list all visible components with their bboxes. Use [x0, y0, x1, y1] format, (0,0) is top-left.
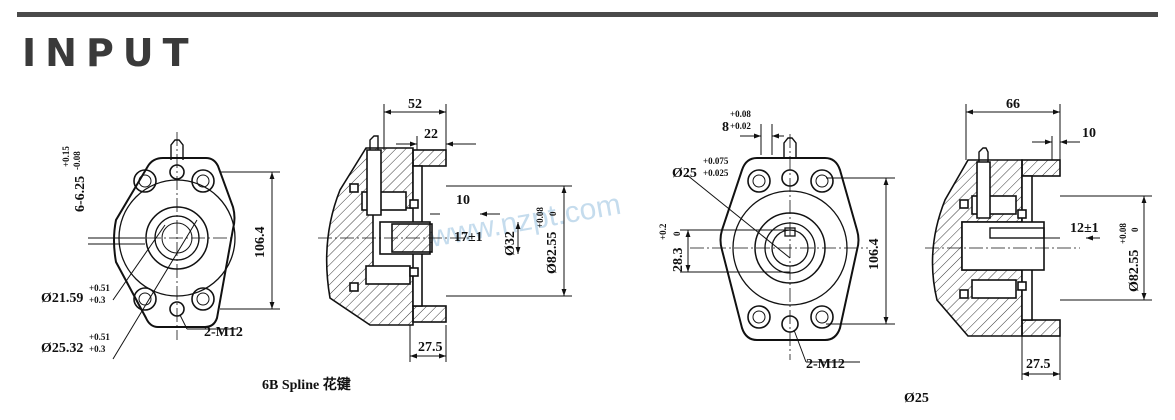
- caption-keyed: Ø25: [904, 391, 929, 406]
- dim-dia-25: Ø25: [672, 166, 697, 181]
- dim-spline-width: 6-6.25: [73, 176, 88, 212]
- dim-dia-82-55-b-upper: +0.08: [1118, 223, 1128, 244]
- dim-height-106-4: 106.4: [253, 227, 268, 259]
- dim-key-width-lower: +0.02: [730, 121, 751, 131]
- dim-dia-25-32: Ø25.32: [41, 341, 83, 356]
- dim-dia-25-32-upper: +0.51: [89, 332, 110, 342]
- dim-length-27-5-b: 27.5: [1026, 357, 1051, 372]
- dim-length-66: 66: [1006, 97, 1020, 112]
- dim-dia-32: Ø32: [503, 231, 518, 256]
- dim-dia-25-32-lower: +0.3: [89, 344, 106, 354]
- dim-dia-21-59-upper: +0.51: [89, 283, 110, 293]
- dim-dia-82-55-lower: 0: [548, 211, 558, 216]
- dim-key-width: 8: [722, 120, 729, 135]
- dim-spline-width-upper: +0.15: [61, 146, 71, 167]
- dim-dia-82-55-upper: +0.08: [535, 207, 545, 228]
- dim-thread-m12: 2-M12: [204, 325, 243, 340]
- dim-length-10-b: 10: [1082, 126, 1096, 141]
- dim-length-27-5: 27.5: [418, 340, 443, 355]
- dim-dia-25-upper: +0.075: [703, 156, 729, 166]
- section-view-keyed: [925, 104, 1152, 380]
- header-rule: [17, 12, 1158, 17]
- dim-length-12: 12±1: [1070, 221, 1099, 236]
- dim-dia-21-59-lower: +0.3: [89, 295, 106, 305]
- dim-thread-m12-b: 2-M12: [806, 357, 845, 372]
- dim-height-106-4-b: 106.4: [867, 239, 882, 271]
- section-view-spline: [318, 104, 572, 362]
- dim-dia-82-55-b-lower: 0: [1130, 227, 1140, 232]
- dim-dia-25-lower: +0.025: [703, 168, 729, 178]
- dim-length-17: 17±1: [454, 230, 483, 245]
- page-title: INPUT: [22, 31, 198, 75]
- dim-length-22: 22: [424, 127, 438, 142]
- dim-dia-21-59: Ø21.59: [41, 291, 83, 306]
- caption-spline: 6B Spline 花键: [262, 376, 352, 393]
- front-view-keyed: [680, 124, 895, 363]
- dim-height-28-3: 28.3: [671, 248, 686, 273]
- dim-length-52: 52: [408, 97, 422, 112]
- dim-height-28-3-upper: +0.2: [658, 223, 668, 240]
- front-view-spline: [88, 132, 280, 360]
- dim-dia-82-55-b: Ø82.55: [1127, 250, 1142, 292]
- dim-length-10: 10: [456, 193, 470, 208]
- dim-dia-82-55: Ø82.55: [545, 232, 560, 274]
- dim-spline-width-lower: -0.08: [72, 151, 82, 170]
- dim-key-width-upper: +0.08: [730, 109, 751, 119]
- dim-height-28-3-lower: 0: [672, 231, 682, 236]
